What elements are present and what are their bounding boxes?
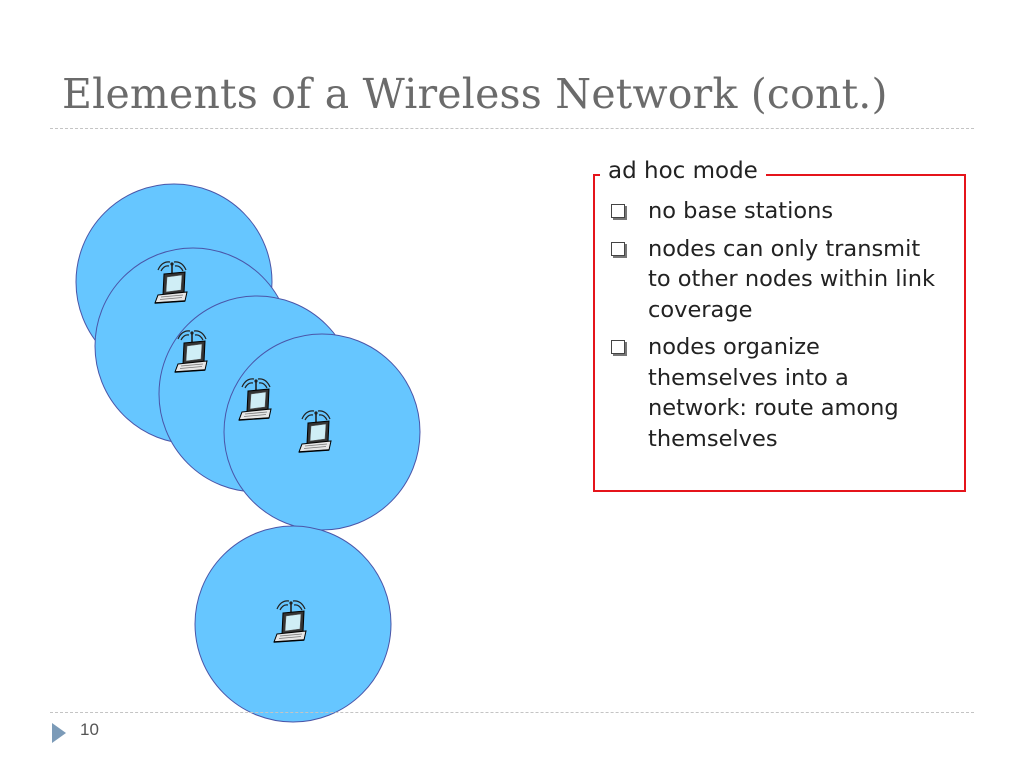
- checkbox-bullet-icon: [611, 241, 625, 256]
- footer-divider: [50, 712, 974, 713]
- ad-hoc-description-box: [593, 174, 966, 492]
- list-item: no base stations: [608, 196, 948, 227]
- bullet-text: no base stations: [648, 198, 834, 224]
- page-number: 10: [80, 720, 99, 739]
- checkbox-bullet-icon: [611, 204, 625, 218]
- bullet-text: nodes can only transmit to other nodes w…: [648, 235, 936, 323]
- slide-title: Elements of a Wireless Network (cont.): [62, 70, 888, 118]
- title-divider: [50, 128, 974, 129]
- panel-heading: ad hoc mode: [600, 158, 766, 184]
- triangle-arrow-icon: [52, 723, 66, 743]
- list-item: nodes organize themselves into a network…: [608, 332, 948, 454]
- list-item: nodes can only transmit to other nodes w…: [608, 234, 948, 326]
- checkbox-bullet-icon: [611, 340, 625, 354]
- bullet-text: nodes organize themselves into a network…: [648, 334, 899, 452]
- bullet-list: no base stations nodes can only transmit…: [608, 196, 948, 461]
